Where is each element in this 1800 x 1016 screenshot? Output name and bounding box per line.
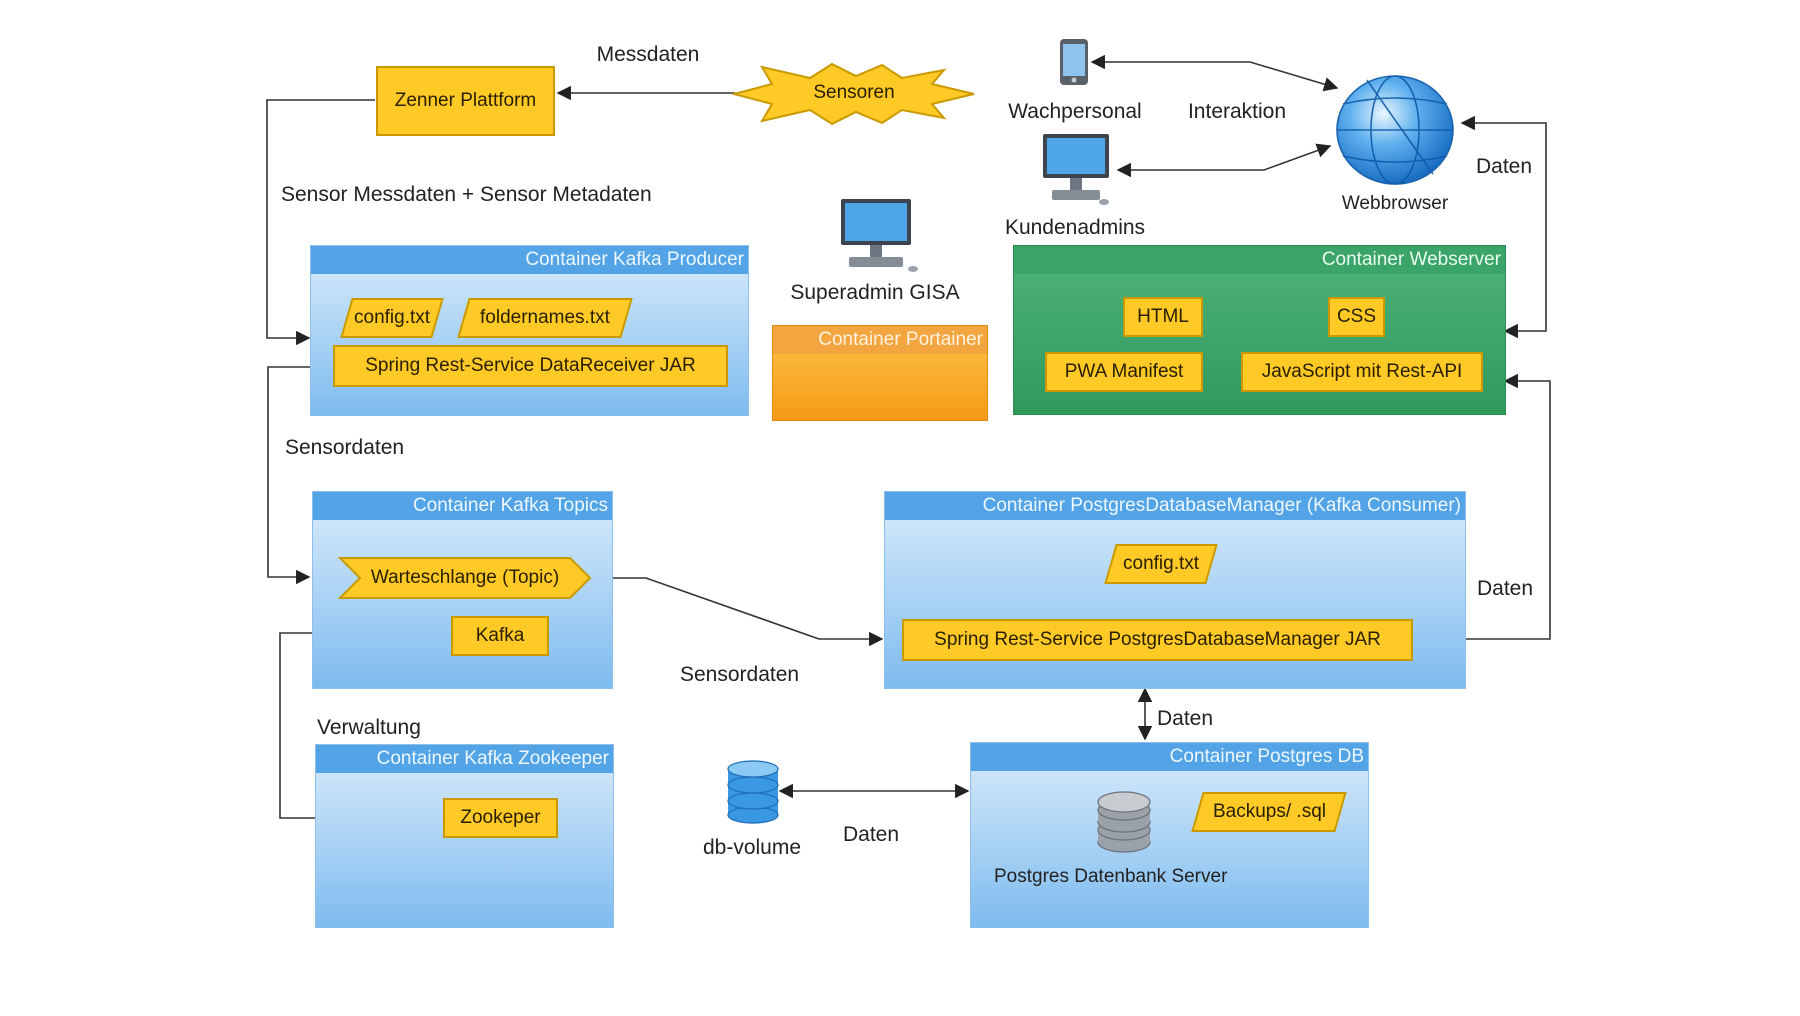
label-interaktion: Interaktion [1187, 100, 1287, 123]
label-kundenadmins: Kundenadmins [1004, 216, 1146, 239]
label-daten-right: Daten [1477, 577, 1534, 600]
label-messdaten: Messdaten [596, 43, 700, 66]
label-daten-volume: Daten [843, 823, 900, 846]
arrow-pgmanager-webserver [1414, 373, 1551, 647]
container-portainer[interactable]: Container Portainer [772, 325, 988, 421]
monitor-icon [1036, 132, 1116, 208]
label-webbrowser: Webbrowser [1341, 193, 1449, 214]
topics-queue[interactable]: Warteschlange (Topic) [337, 556, 592, 600]
zookeeper-node[interactable]: Zookeper [443, 798, 558, 838]
container-title: Container Kafka Topics [313, 492, 612, 520]
container-title: Container Webserver [1014, 246, 1505, 274]
producer-spring-service[interactable]: Spring Rest-Service DataReceiver JAR [333, 345, 728, 387]
postgres-backups-file[interactable]: Backups/ .sql [1191, 792, 1347, 832]
label-verwaltung: Verwaltung [317, 716, 421, 739]
zenner-plattform[interactable]: Zenner Plattform [376, 66, 555, 136]
container-title: Container PostgresDatabaseManager (Kafka… [885, 492, 1465, 520]
webserver-javascript[interactable]: JavaScript mit Rest-API [1241, 352, 1483, 392]
producer-foldernames-file[interactable]: foldernames.txt [457, 298, 633, 338]
server-stack-icon [1095, 790, 1153, 856]
topics-kafka[interactable]: Kafka [451, 616, 549, 656]
pgmanager-config-file[interactable]: config.txt [1104, 544, 1218, 584]
container-title: Container Kafka Producer [311, 246, 748, 274]
phone-icon [1058, 37, 1090, 87]
database-icon [726, 759, 780, 825]
label-sensordaten-mid: Sensordaten [680, 663, 800, 686]
label-wachpersonal: Wachpersonal [1008, 100, 1142, 123]
arrow-queue-pgmanager [590, 577, 884, 647]
label-daten-top: Daten [1476, 155, 1533, 178]
superadmin-monitor-icon [829, 197, 923, 273]
postgres-backups-label: Backups/ .sql [1212, 801, 1326, 822]
producer-config-label: config.txt [353, 307, 431, 328]
label-sensordaten-left: Sensordaten [285, 436, 405, 459]
webserver-pwa-manifest[interactable]: PWA Manifest [1045, 352, 1203, 392]
webserver-html[interactable]: HTML [1123, 297, 1203, 337]
postgres-server-label: Postgres Datenbank Server [994, 866, 1228, 887]
container-title: Container Kafka Zookeeper [316, 745, 613, 773]
globe-icon[interactable] [1333, 70, 1457, 188]
label-superadmin: Superadmin GISA [790, 281, 960, 304]
burst-shape-icon [730, 62, 975, 126]
arrow-producer-topics [267, 366, 332, 585]
container-postgres-db[interactable]: Container Postgres DB [970, 742, 1369, 928]
producer-foldernames-label: foldernames.txt [480, 307, 610, 328]
arrow-monitor-browser [1116, 143, 1332, 178]
label-db-volume: db-volume [702, 836, 802, 859]
container-title: Container Postgres DB [971, 743, 1368, 771]
arrow-webserver-browser [1460, 115, 1547, 339]
pgmanager-config-label: config.txt [1122, 553, 1200, 574]
webserver-css[interactable]: CSS [1328, 297, 1385, 337]
label-daten-db: Daten [1157, 707, 1214, 730]
producer-config-file[interactable]: config.txt [340, 298, 444, 338]
sensoren-label: Sensoren [813, 82, 895, 103]
pgmanager-spring-service[interactable]: Spring Rest-Service PostgresDatabaseMana… [902, 619, 1413, 661]
arrow-zenner-producer [266, 99, 375, 346]
arrow-phone-browser [1090, 54, 1339, 92]
queue-label: Warteschlange (Topic) [370, 567, 560, 588]
queue-shape-icon [337, 557, 592, 599]
container-title: Container Portainer [773, 326, 987, 354]
label-sensor-meta: Sensor Messdaten + Sensor Metadaten [281, 183, 652, 206]
sensoren-burst[interactable]: Sensoren [730, 62, 976, 126]
